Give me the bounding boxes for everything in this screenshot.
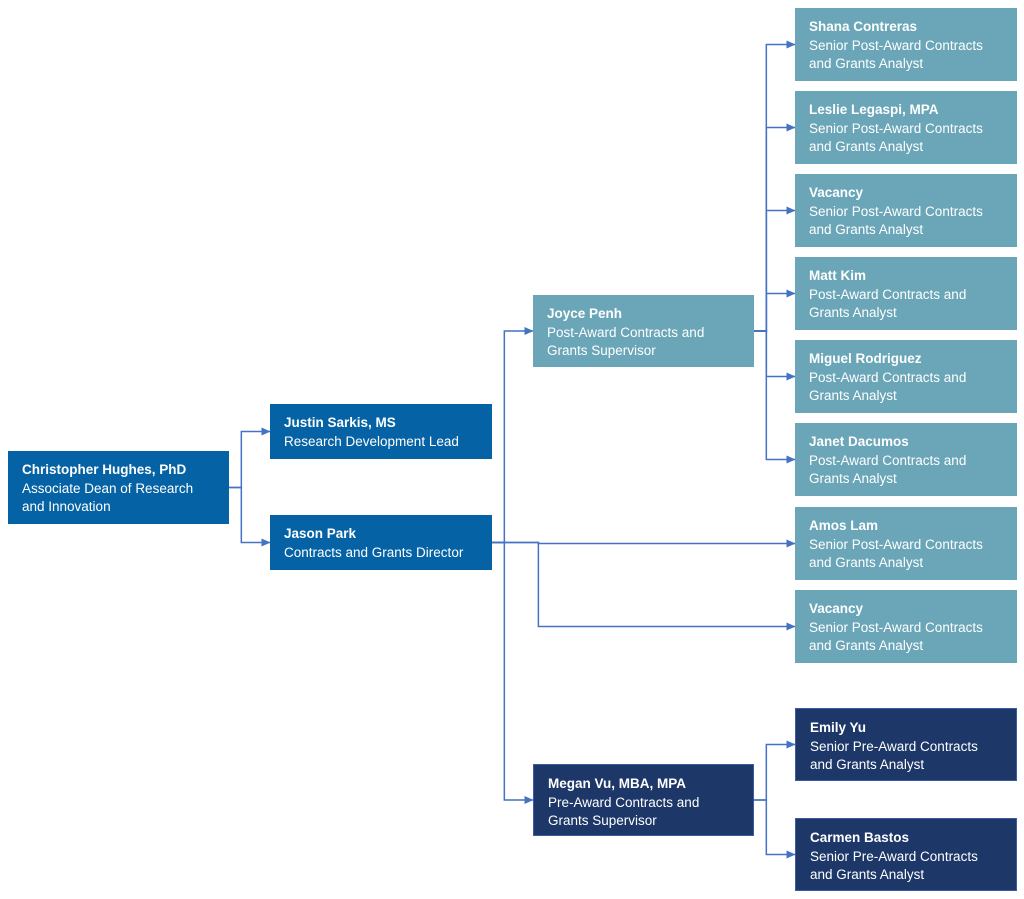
node-title: Pre-Award Contracts and Grants Superviso… [548,794,700,829]
org-node-amos-lam: Amos Lam Senior Post-Award Contracts and… [795,507,1017,580]
node-name: Joyce Penh [547,306,623,321]
connector-jason-park-to-megan-vu [492,541,534,804]
node-title: Post-Award Contracts and Grants Analyst [809,286,967,321]
org-node-miguel-rodriguez: Miguel Rodriguez Post-Award Contracts an… [795,340,1017,413]
org-node-janet-dacumos: Janet Dacumos Post-Award Contracts and G… [795,423,1017,496]
connector-joyce-penh-to-miguel-rodriguez [754,330,796,381]
node-name: Christopher Hughes, PhD [22,462,187,477]
node-name: Janet Dacumos [809,434,909,449]
org-node-leslie-legaspi: Leslie Legaspi, MPA Senior Post-Award Co… [795,91,1017,164]
connector-joyce-penh-to-leslie-legaspi [754,123,796,332]
org-node-jason-park: Jason Park Contracts and Grants Director [270,515,492,570]
connector-megan-vu-to-emily-yu [754,740,796,801]
node-name: Amos Lam [809,518,879,533]
org-node-megan-vu: Megan Vu, MBA, MPA Pre-Award Contracts a… [533,764,754,836]
org-node-emily-yu: Emily Yu Senior Pre-Award Contracts and … [795,708,1017,781]
node-name: Megan Vu, MBA, MPA [548,776,686,791]
node-title: Senior Post-Award Contracts and Grants A… [809,536,983,571]
node-title: Senior Pre-Award Contracts and Grants An… [810,848,978,883]
org-node-shana-contreras: Shana Contreras Senior Post-Award Contra… [795,8,1017,81]
node-title: Senior Post-Award Contracts and Grants A… [809,120,983,155]
node-title: Post-Award Contracts and Grants Supervis… [547,324,705,359]
org-node-vacancy-1: Vacancy Senior Post-Award Contracts and … [795,174,1017,247]
org-node-joyce-penh: Joyce Penh Post-Award Contracts and Gran… [533,295,754,367]
org-node-matt-kim: Matt Kim Post-Award Contracts and Grants… [795,257,1017,330]
node-name: Miguel Rodriguez [809,351,922,366]
connector-joyce-penh-to-matt-kim [754,289,796,332]
node-title: Post-Award Contracts and Grants Analyst [809,369,967,404]
connector-jason-park-to-joyce-penh [492,327,534,544]
org-node-justin-sarkis: Justin Sarkis, MS Research Development L… [270,404,492,459]
node-title: Research Development Lead [284,433,459,449]
connector-christopher-hughes-to-justin-sarkis [229,427,271,489]
connector-joyce-penh-to-janet-dacumos [754,330,796,464]
org-node-christopher-hughes: Christopher Hughes, PhD Associate Dean o… [8,451,229,524]
node-name: Justin Sarkis, MS [284,415,396,430]
node-name: Emily Yu [810,720,867,735]
node-name: Vacancy [809,185,864,200]
node-name: Matt Kim [809,268,866,283]
node-title: Senior Post-Award Contracts and Grants A… [809,619,983,654]
connector-megan-vu-to-carmen-bastos [754,799,796,859]
org-node-carmen-bastos: Carmen Bastos Senior Pre-Award Contracts… [795,818,1017,891]
connector-christopher-hughes-to-jason-park [229,486,271,547]
node-title: Senior Pre-Award Contracts and Grants An… [810,738,978,773]
connector-joyce-penh-to-vacancy-1 [754,206,796,332]
node-title: Senior Post-Award Contracts and Grants A… [809,37,983,72]
node-title: Contracts and Grants Director [284,544,464,560]
node-name: Jason Park [284,526,357,541]
node-name: Leslie Legaspi, MPA [809,102,939,117]
connector-joyce-penh-to-shana-contreras [754,40,796,332]
node-name: Shana Contreras [809,19,918,34]
org-node-vacancy-2: Vacancy Senior Post-Award Contracts and … [795,590,1017,663]
node-title: Senior Post-Award Contracts and Grants A… [809,203,983,238]
node-name: Vacancy [809,601,864,616]
connector-jason-park-to-vacancy-2 [492,541,796,631]
node-title: Post-Award Contracts and Grants Analyst [809,452,967,487]
node-title: Associate Dean of Research and Innovatio… [22,480,194,515]
node-name: Carmen Bastos [810,830,910,845]
